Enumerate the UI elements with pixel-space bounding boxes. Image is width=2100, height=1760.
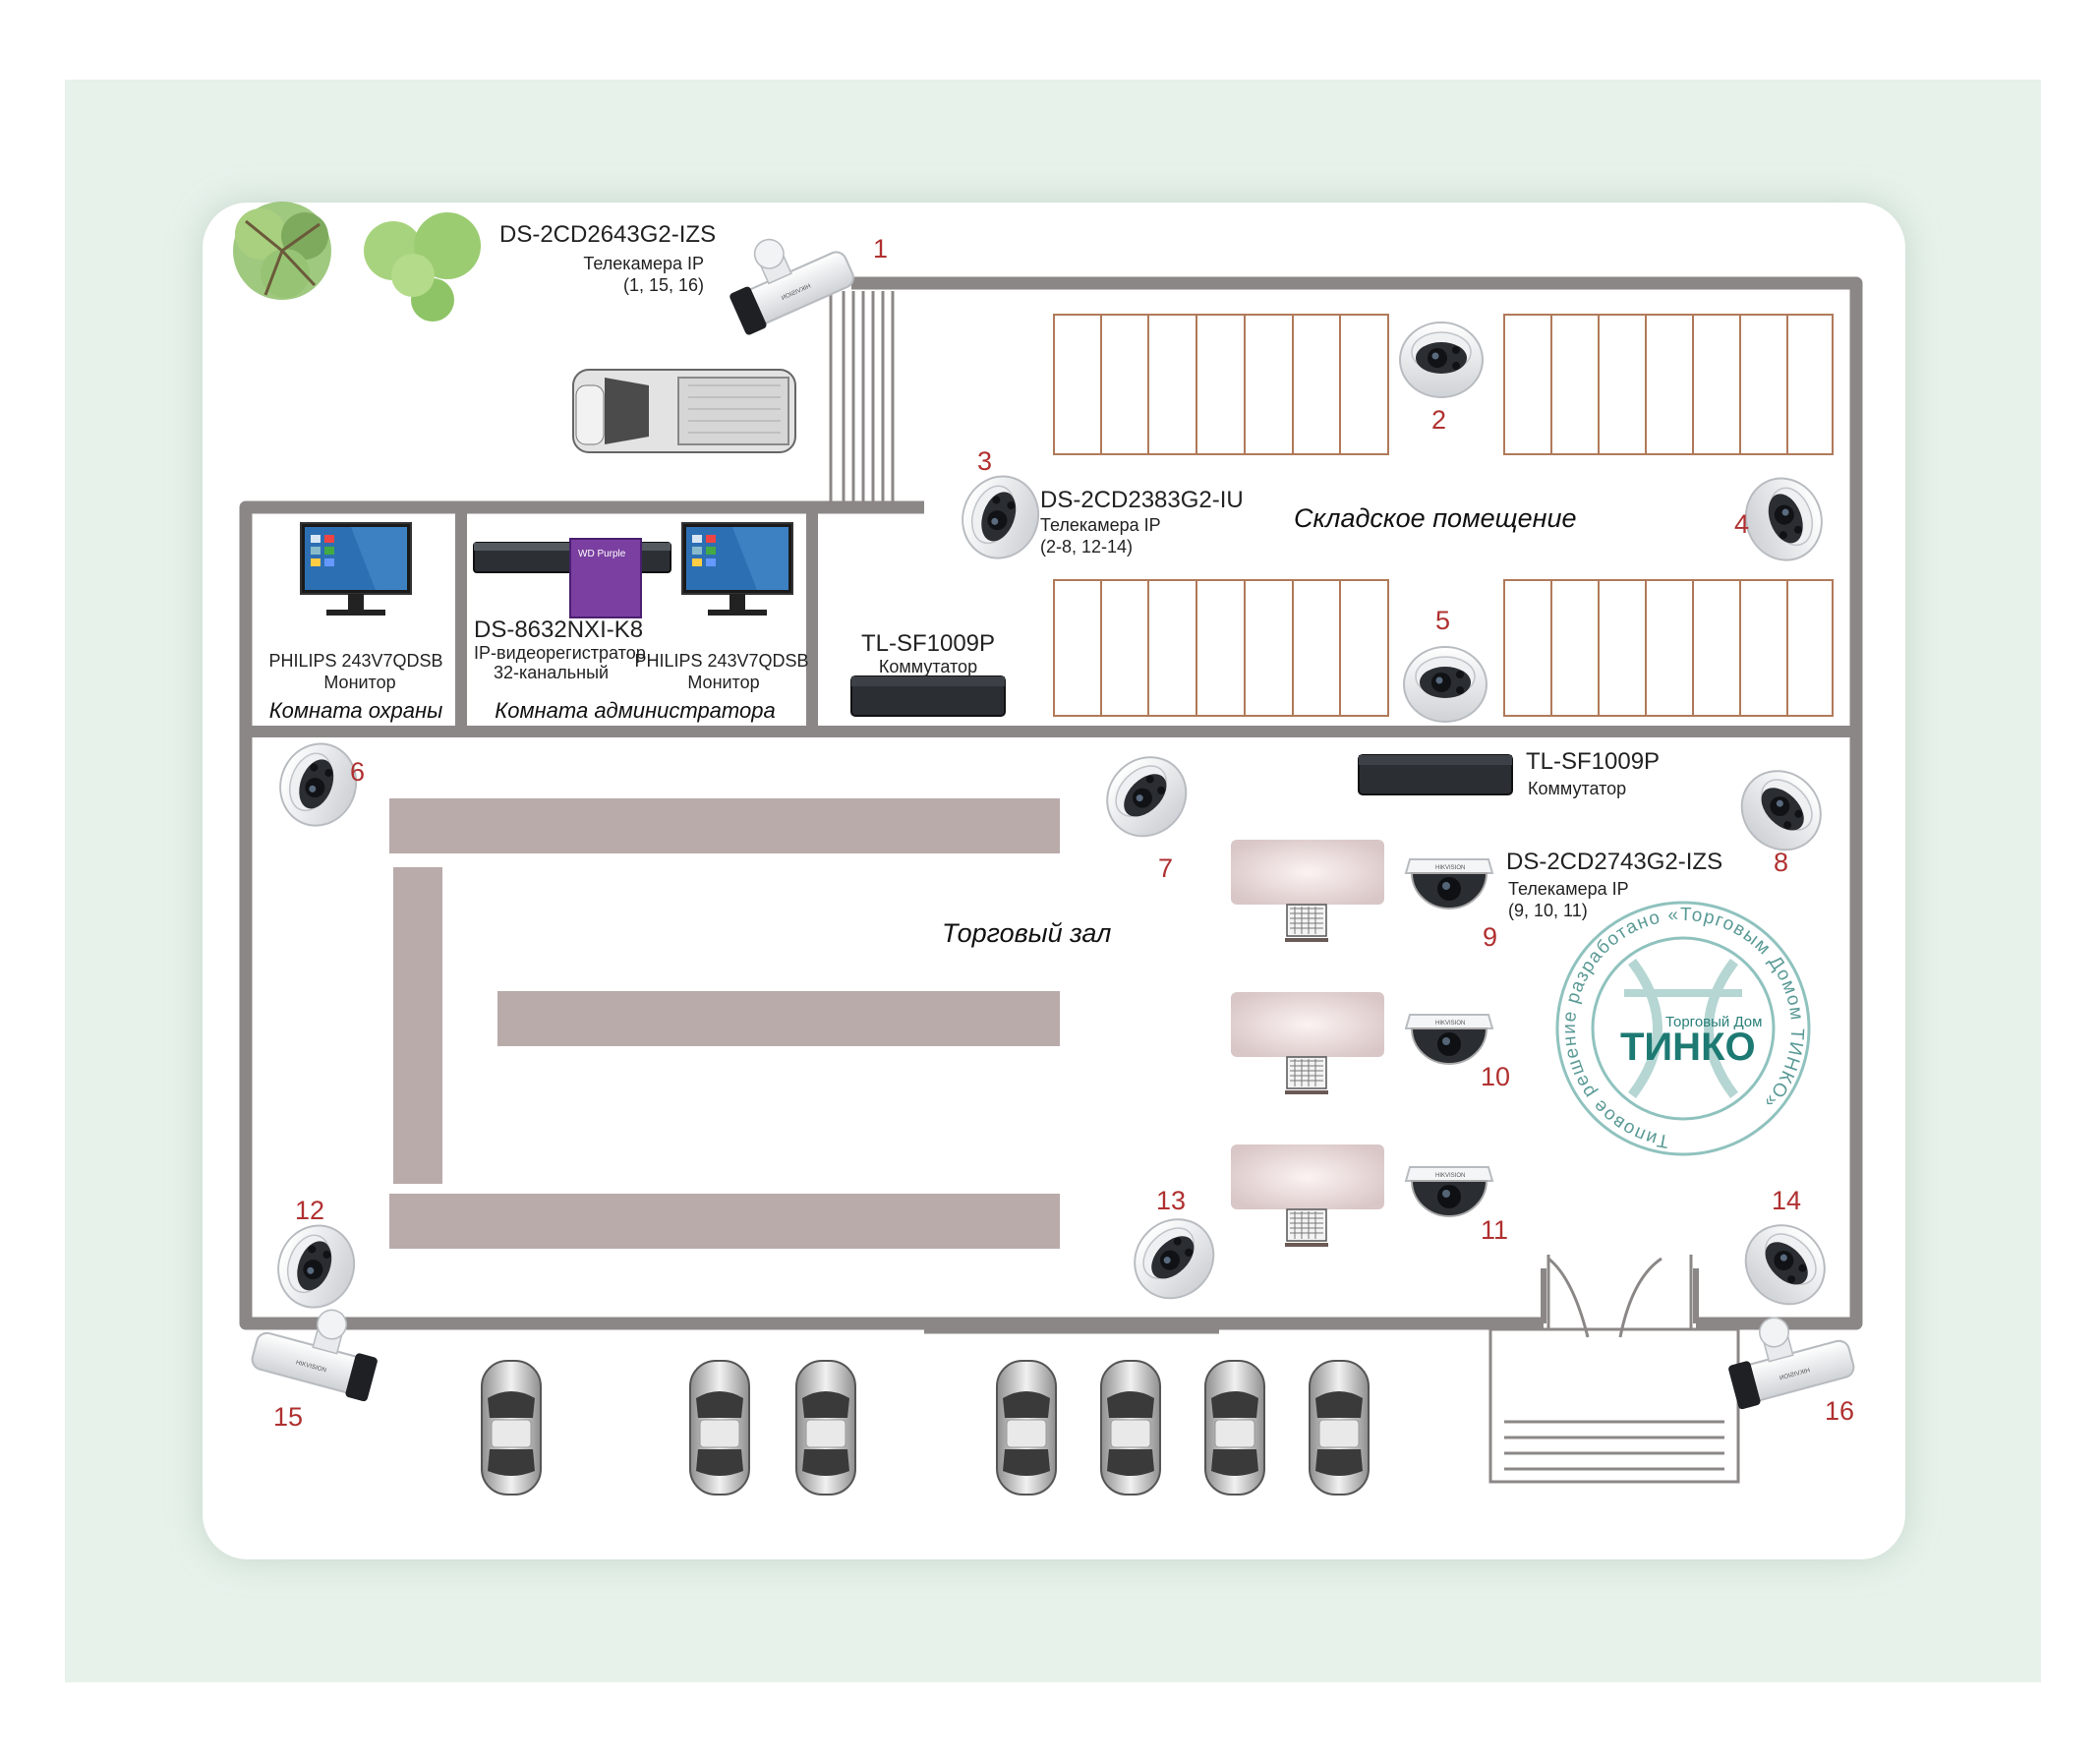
car-icon (795, 1360, 856, 1496)
camera-number: 16 (1825, 1396, 1854, 1426)
car-icon (996, 1360, 1057, 1496)
monitor-type: Монитор (687, 673, 759, 692)
camera-number: 7 (1158, 853, 1173, 883)
switch-model: TL-SF1009P (1526, 748, 1660, 775)
dome-camera-ids: (9, 10, 11) (1508, 901, 1588, 920)
car-icon (1204, 1360, 1265, 1496)
warehouse-rack (1053, 579, 1389, 717)
checkout-counter (1231, 840, 1384, 943)
warehouse-rack (1053, 314, 1389, 455)
switch-icon (850, 675, 1006, 717)
camera-number: 5 (1435, 606, 1450, 635)
truck-icon (572, 369, 796, 453)
dome-camera-type: Телекамера IP (1508, 879, 1629, 899)
room-security-label: Комната охраны (269, 698, 443, 723)
nvr-icon: WD Purple (473, 538, 671, 618)
turret-camera-model: DS-2CD2383G2-IU (1040, 487, 1244, 513)
camera-number: 10 (1481, 1062, 1510, 1091)
room-sales-floor-label: Торговый зал (942, 918, 1111, 948)
monitor-type: Монитор (323, 673, 395, 692)
switch-type: Коммутатор (1528, 779, 1626, 798)
camera-number: 9 (1483, 922, 1497, 952)
tree-icon (233, 202, 331, 300)
camera-number: 12 (295, 1196, 324, 1225)
car-icon (689, 1360, 750, 1496)
monitor-model: PHILIPS 243V7QDSB (634, 651, 808, 671)
bullet-camera-type: Телекамера IP (583, 254, 704, 273)
checkout-counter (1231, 1144, 1384, 1248)
svg-text:WD Purple: WD Purple (578, 549, 626, 559)
turret-camera-icon (1399, 322, 1484, 398)
dome-camera-model: DS-2CD2743G2-IZS (1506, 849, 1722, 875)
camera-number: 6 (350, 757, 365, 787)
shelf (389, 1194, 1060, 1249)
nvr-model: DS-8632NXI-K8 (474, 616, 643, 643)
bullet-camera-model: DS-2CD2643G2-IZS (499, 221, 716, 248)
turret-camera-icon (1403, 646, 1488, 723)
camera-number: 8 (1774, 848, 1788, 877)
nvr-type: IP-видеорегистратор (474, 643, 646, 663)
camera-number: 15 (273, 1402, 303, 1432)
shelf (389, 798, 1060, 853)
sales-shelves (389, 798, 1060, 1249)
camera-number: 3 (977, 446, 992, 476)
turret-camera-type: Телекамера IP (1040, 515, 1161, 535)
camera-number: 11 (1481, 1215, 1508, 1245)
entrance-wall-stub (1541, 1268, 1699, 1323)
shelf (393, 867, 442, 1184)
warehouse-rack (1503, 314, 1834, 455)
car-icon (481, 1360, 542, 1496)
camera-number: 2 (1431, 405, 1446, 435)
room-warehouse-label: Складское помещение (1294, 503, 1576, 533)
stamp-logo-word: ТИНКО (1620, 1026, 1756, 1069)
nvr-channels: 32-канальный (494, 663, 609, 682)
camera-number: 13 (1156, 1186, 1186, 1215)
gate (829, 291, 895, 501)
stamp-logo-caption: Торговый Дом (1665, 1014, 1762, 1030)
camera-number: 4 (1734, 509, 1749, 539)
bullet-camera-ids: (1, 15, 16) (623, 275, 704, 295)
switch-icon (1358, 754, 1513, 795)
switch-type: Коммутатор (879, 657, 977, 676)
tree-icon (364, 212, 481, 322)
room-admin-label: Комната администратора (495, 698, 775, 723)
camera-number: 14 (1772, 1186, 1801, 1215)
car-icon (1100, 1360, 1161, 1496)
car-icon (1309, 1360, 1370, 1496)
turret-camera-ids: (2-8, 12-14) (1040, 537, 1133, 557)
shelf (497, 991, 1060, 1046)
warehouse-rack (1503, 579, 1834, 717)
camera-number: 1 (873, 234, 888, 264)
inner-walls (246, 513, 1856, 737)
switch-model: TL-SF1009P (861, 630, 995, 657)
monitor-model: PHILIPS 243V7QDSB (268, 651, 442, 671)
checkout-counter (1231, 992, 1384, 1095)
